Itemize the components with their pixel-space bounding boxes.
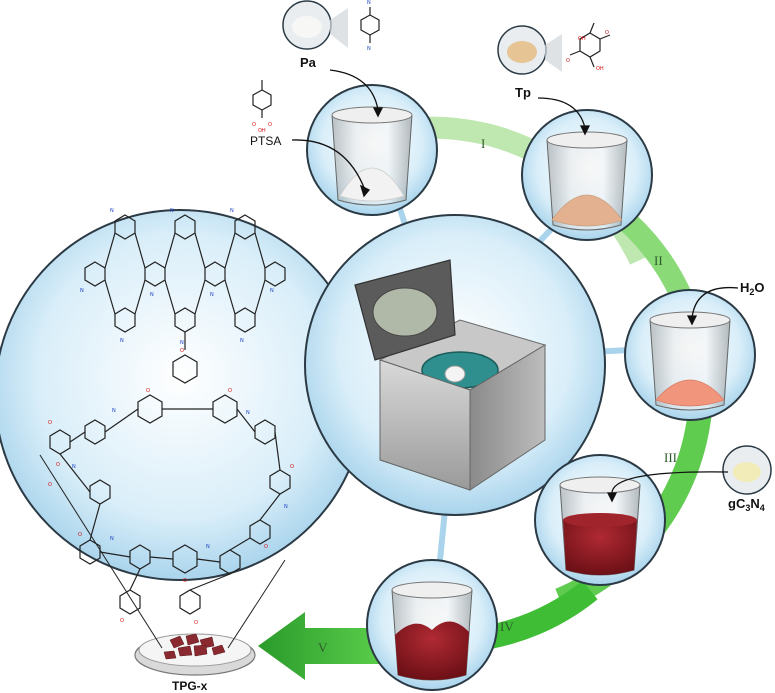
beaker-bubble-tp — [521, 109, 653, 241]
svg-text:O: O — [56, 462, 60, 468]
svg-text:N: N — [240, 338, 244, 344]
beaker-bubble-water — [624, 289, 756, 421]
reagent-arrows — [291, 69, 739, 503]
gcn-label: gC3N4 — [728, 496, 765, 513]
svg-text:N: N — [120, 338, 124, 344]
svg-text:N: N — [210, 292, 214, 298]
step-v-arrow — [258, 612, 385, 680]
svg-text:O: O — [194, 620, 198, 626]
svg-text:N: N — [230, 208, 234, 214]
svg-text:O: O — [264, 544, 268, 550]
svg-text:O: O — [290, 464, 294, 470]
gcn-lattice-structure: N N N N N N N N N N — [80, 208, 286, 350]
beaker-bubble-gcn — [534, 454, 666, 586]
svg-text:O: O — [48, 482, 52, 488]
svg-text:O: O — [78, 532, 82, 538]
tp-label: Tp — [515, 85, 531, 100]
svg-text:N: N — [270, 288, 274, 294]
pa-label: Pa — [300, 55, 317, 70]
beaker-bubble-gel — [366, 559, 498, 691]
svg-text:N: N — [170, 208, 174, 214]
beaker-bubble-pa-ptsa — [306, 84, 438, 216]
pa-reagent-inset: NN — [282, 0, 380, 52]
centrifuge — [354, 259, 547, 491]
step-iv-label: IV — [500, 619, 514, 634]
svg-text:N: N — [367, 46, 371, 52]
structure-bubble: N N N N N N N N N N — [0, 208, 366, 626]
svg-text:N: N — [80, 288, 84, 294]
svg-text:N: N — [206, 544, 210, 550]
svg-text:N: N — [72, 464, 76, 470]
tp-reagent-inset: OH O OH O — [497, 22, 611, 75]
svg-text:O: O — [252, 122, 256, 128]
svg-text:OH: OH — [578, 36, 586, 42]
svg-text:N: N — [110, 536, 114, 542]
centrifuge-bubble — [304, 214, 606, 516]
svg-text:N: N — [284, 504, 288, 510]
svg-text:O: O — [48, 420, 52, 426]
svg-text:N: N — [150, 292, 154, 298]
petri-dish — [134, 633, 256, 676]
svg-text:N: N — [110, 208, 114, 214]
svg-text:O: O — [566, 58, 570, 64]
svg-text:O: O — [146, 388, 150, 394]
svg-text:O: O — [183, 578, 187, 584]
svg-text:O: O — [268, 122, 272, 128]
step-iii-label: III — [664, 450, 677, 465]
tpg-particles — [163, 633, 226, 660]
svg-text:OH: OH — [596, 66, 604, 72]
product-label: TPG-x — [172, 679, 208, 693]
ptsa-molecule: O OOH — [252, 80, 272, 134]
zoom-lines — [39, 454, 286, 649]
water-label: H2O — [740, 280, 765, 297]
svg-text:OH: OH — [258, 128, 266, 134]
svg-text:N: N — [112, 408, 116, 414]
gcn-reagent-inset — [722, 445, 772, 495]
cof-macrocycle-structure: O O O O O O O O O O O O N N N N N N — [48, 348, 294, 626]
svg-text:N: N — [367, 0, 371, 6]
step-v-label: V — [318, 640, 328, 655]
step-i-label: I — [481, 136, 485, 151]
svg-text:O: O — [120, 618, 124, 624]
svg-text:N: N — [180, 340, 184, 346]
svg-text:N: N — [246, 410, 250, 416]
ptsa-label: PTSA — [250, 134, 281, 148]
svg-text:O: O — [228, 388, 232, 394]
step-ii-label: II — [654, 253, 663, 268]
svg-text:O: O — [180, 348, 184, 354]
svg-text:O: O — [605, 30, 609, 36]
